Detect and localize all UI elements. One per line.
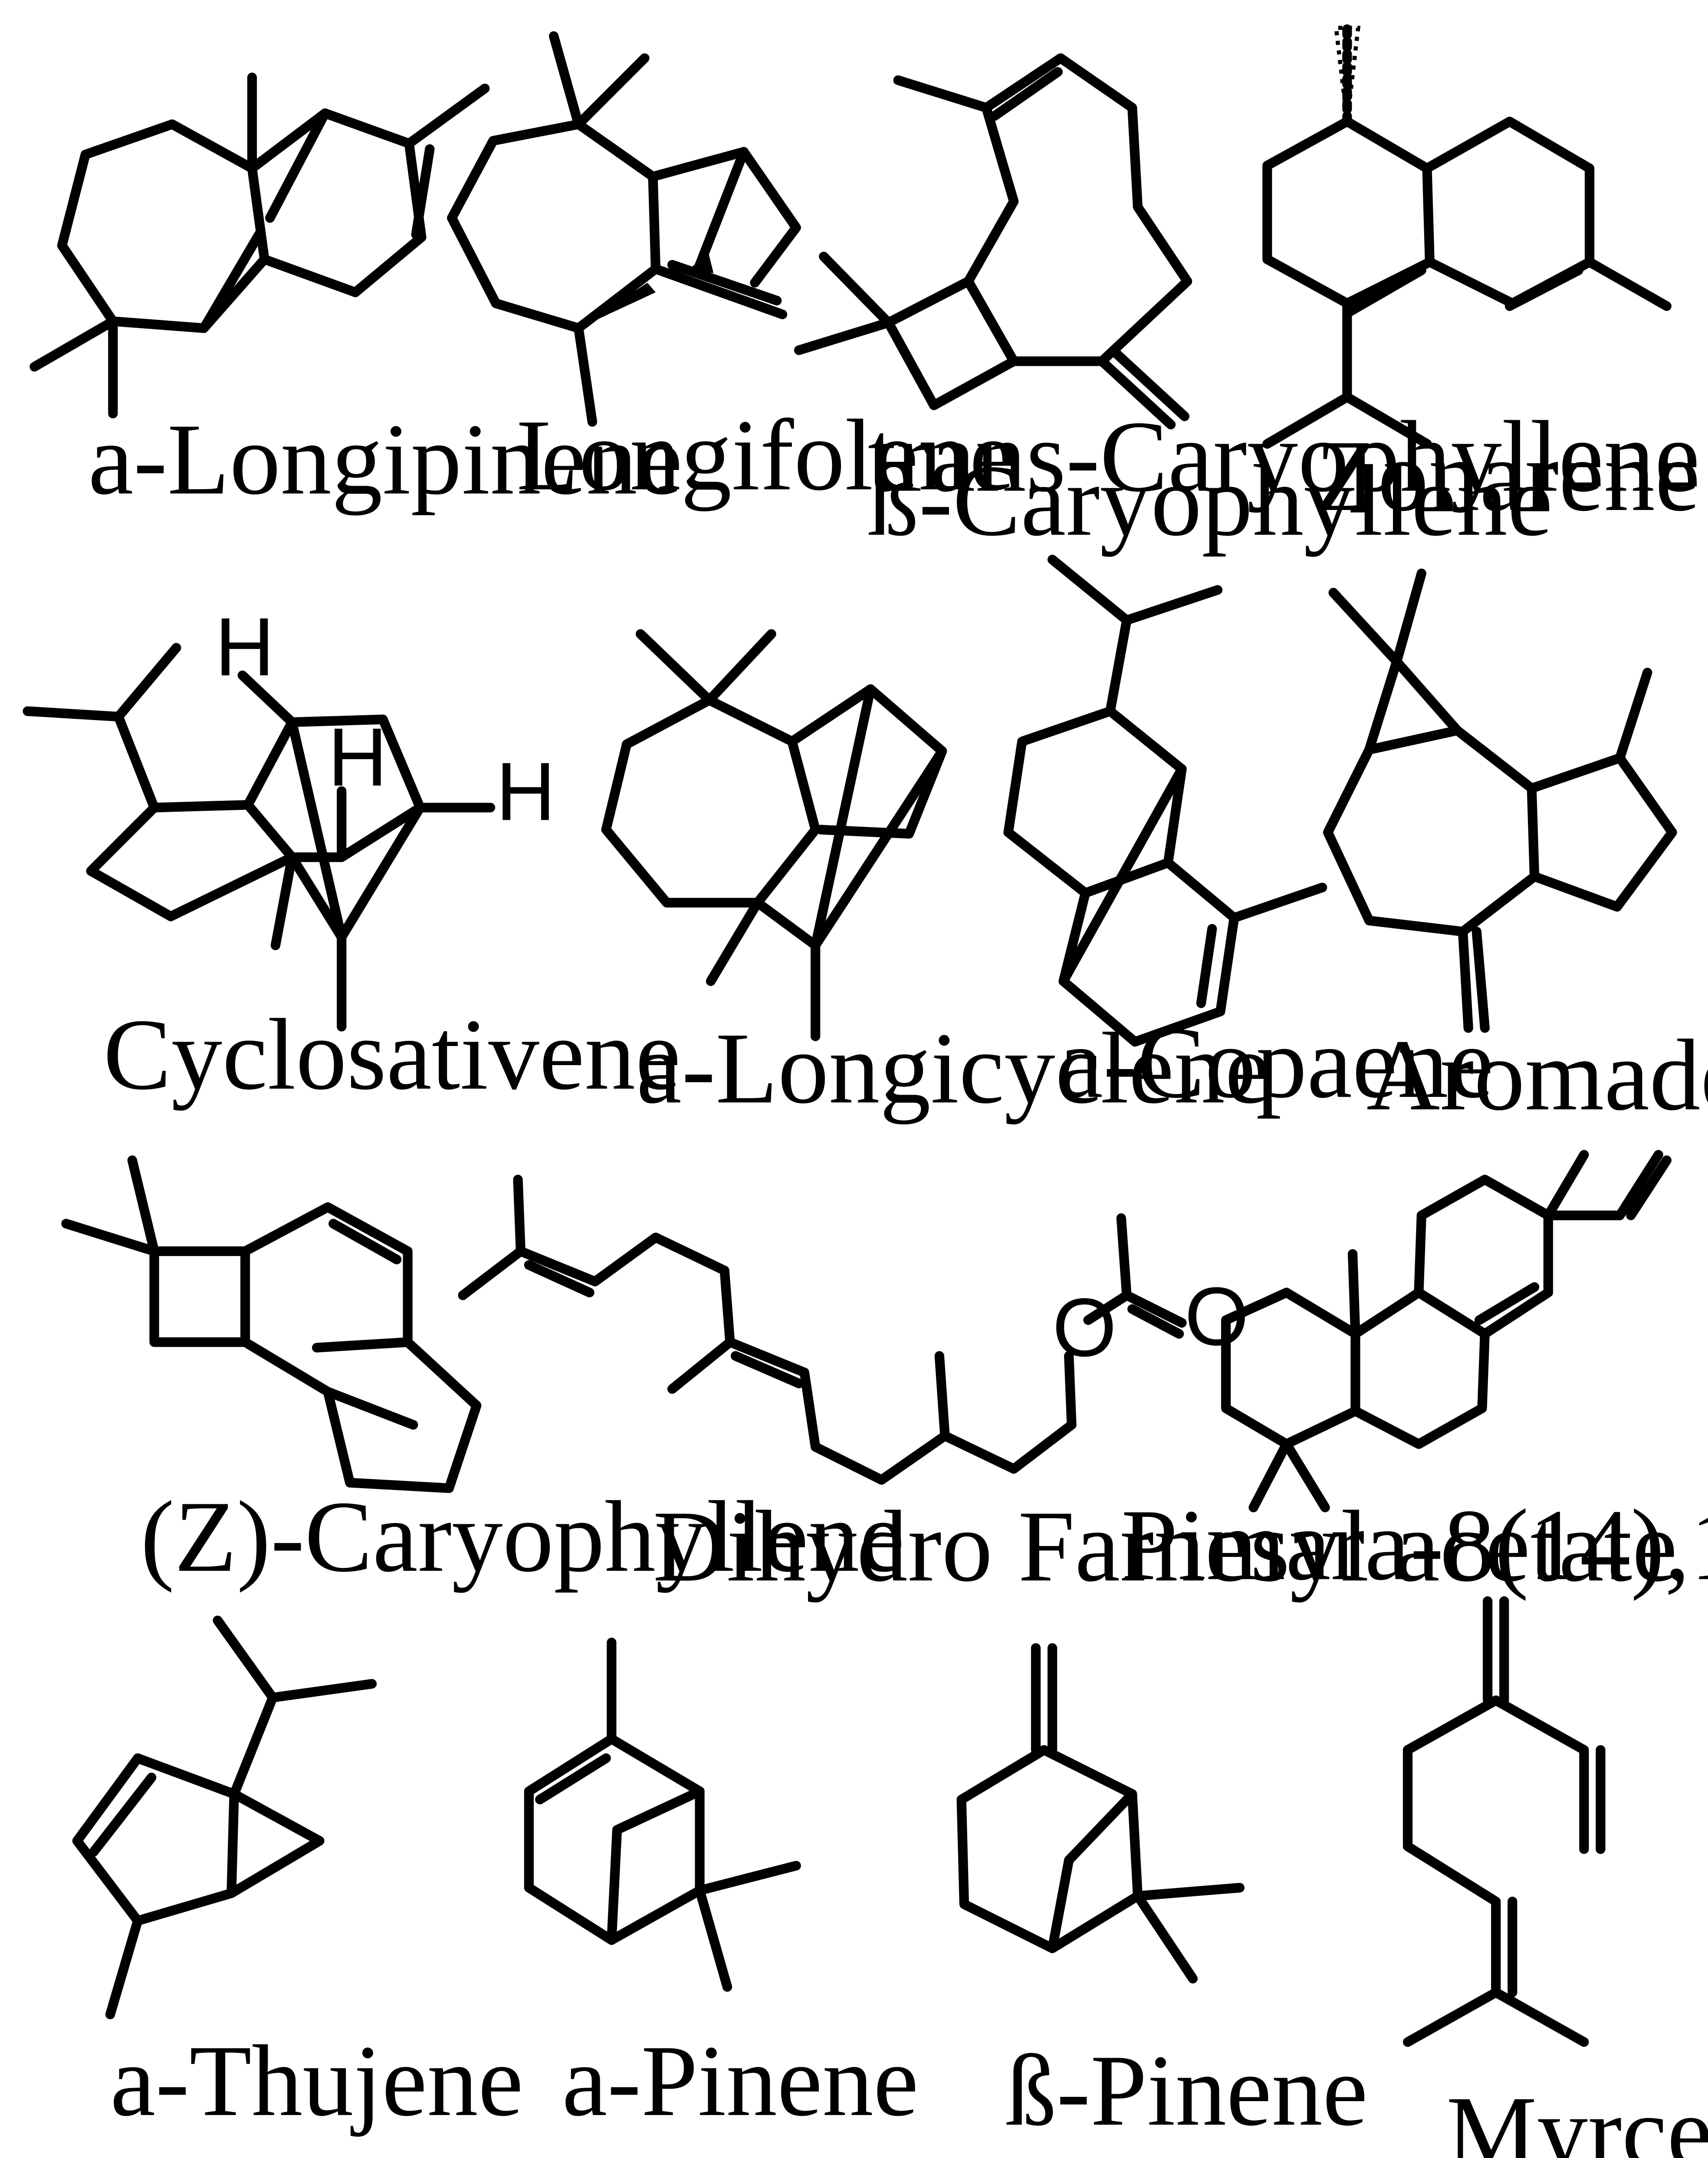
atom-hydrogen: H [496,746,556,838]
label-aromadendrene: Aromadendrene [1366,1019,1708,1132]
structure-zonarene: Zonarene [1262,23,1700,532]
structure-a-pinene: a-Pinene [524,1638,919,2137]
label-z-caryophyllene: (Z)-Caryophyllene [141,1480,905,1593]
label-trans-caryophyllene: trans-Caryophyllene [868,400,1700,513]
label-zonarene: Zonarene [1315,419,1700,532]
label-a-copaene: a-Copaene [1058,1006,1494,1119]
label-longifolene: Longifolene [516,398,1015,511]
label-b-pinene: ß-Pinene [1005,2034,1368,2147]
structure-a-thujene: a-Thujene [72,1615,523,2137]
structure-dihydro-farnesyl-acetate: O O Dihydro Farnesyl acetate [458,1174,1678,1602]
label-a-thujene: a-Thujene [110,2024,523,2137]
atom-hydrogen: H [328,711,388,803]
label-b-caryophyllene: ß-Caryophyllene [868,444,1553,557]
structure-b-pinene: ß-Pinene [956,1643,1368,2147]
structure-a-copaene: a-Copaene [1003,555,1494,1119]
structure-myrcene: Myrcene [1403,1596,1708,2158]
structure-trans-caryophyllene: trans-Caryophyllene ß-Caryophyllene [794,53,1700,557]
label-dihydro-farnesyl-acetate: Dihydro Farnesyl acetate [653,1490,1678,1602]
atom-oxygen: O [1052,1282,1117,1374]
structure-z-caryophyllene: (Z)-Caryophyllene [61,1155,905,1593]
structure-longifolene: Longifolene [447,31,1015,511]
structure-cyclosativene: H H H Cyclosativene [23,601,681,1111]
structure-aromadendrene: Aromadendrene [1323,568,1708,1132]
atom-hydrogen: H [215,601,275,693]
label-myrcene: Myrcene [1446,2075,1708,2158]
label-a-longipinene: a-Longipinene [88,403,683,516]
label-pimaradiene: Pimara-8(14),15-diene (Diterpene) [1121,1488,1708,1601]
label-a-pinene: a-Pinene [562,2024,919,2137]
structure-pimaradiene: Pimara-8(14),15-diene (Diterpene) [1121,1150,1708,1601]
structure-a-longipinene: a-Longipinene [30,72,683,516]
label-cyclosativene: Cyclosativene [103,998,681,1111]
